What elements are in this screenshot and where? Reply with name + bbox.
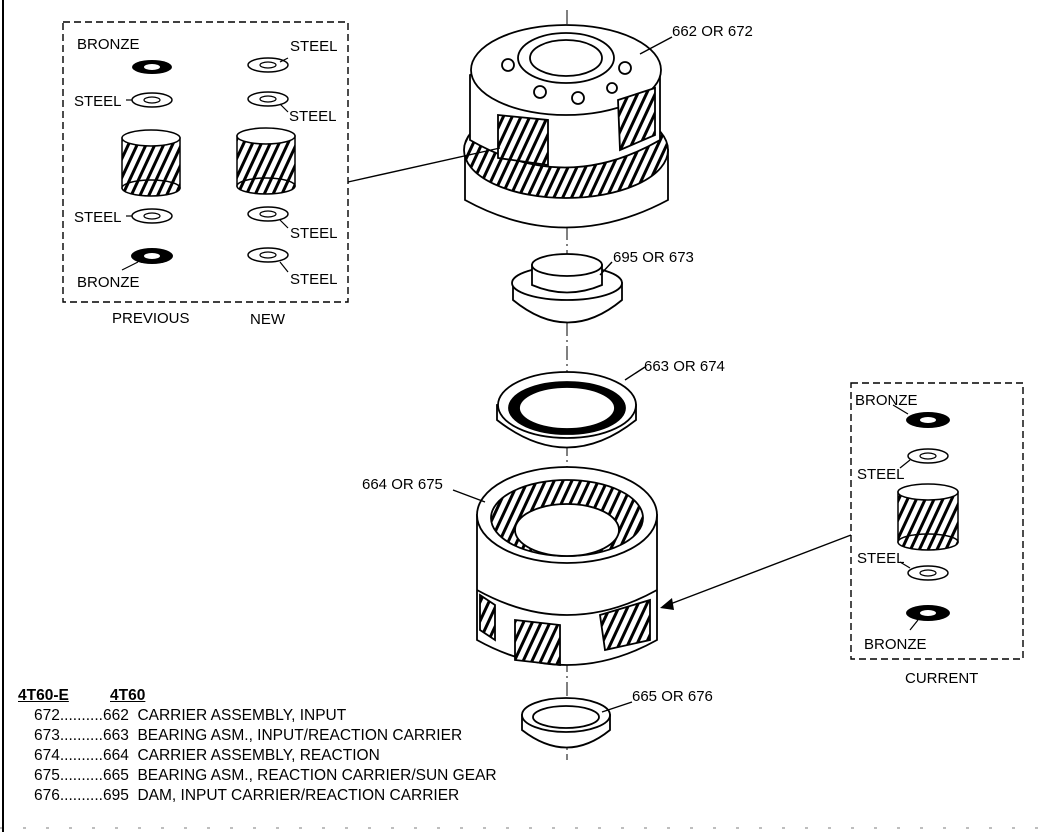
thrust-bearing	[496, 371, 637, 449]
label-steel: STEEL	[290, 38, 338, 55]
legend-4t60-number: 662	[102, 707, 129, 724]
pinion-gear-icon	[897, 483, 959, 551]
pinion-gear-icon	[121, 129, 181, 197]
caption-previous: PREVIOUS	[112, 310, 190, 327]
pinion-gear-icon	[236, 127, 296, 195]
label-steel: STEEL	[857, 466, 905, 483]
label-steel: STEEL	[74, 93, 122, 110]
legend-dots: ..........	[59, 767, 103, 784]
label-steel: STEEL	[857, 550, 905, 567]
caption-new: NEW	[250, 311, 286, 328]
legend-row: 675..........665 BEARING ASM., REACTION …	[18, 766, 497, 786]
label-bronze: BRONZE	[77, 36, 140, 53]
callout-reaction-carrier: 664 OR 675	[362, 476, 443, 493]
legend-dots: ..........	[59, 747, 103, 764]
callout-bearing-sun: 665 OR 676	[632, 688, 713, 705]
legend-4t60-number: 665	[102, 767, 129, 784]
legend-4t60e-number: 673	[34, 727, 60, 744]
legend-header: 4T60-E 4T60	[18, 686, 497, 706]
legend-header-4t60e: 4T60-E	[18, 687, 69, 704]
legend-4t60e-number: 676	[34, 787, 60, 804]
new-stack	[236, 57, 296, 263]
legend-description: CARRIER ASSEMBLY, INPUT	[137, 707, 347, 724]
label-bronze: BRONZE	[855, 392, 918, 409]
reaction-carrier-assembly	[476, 466, 658, 667]
legend-row: 676..........695 DAM, INPUT CARRIER/REAC…	[18, 786, 497, 806]
legend-row: 674..........664 CARRIER ASSEMBLY, REACT…	[18, 746, 497, 766]
label-steel: STEEL	[290, 225, 338, 242]
current-stack	[897, 412, 959, 621]
callout-bearing-input: 663 OR 674	[644, 358, 725, 375]
input-carrier-assembly	[463, 24, 669, 229]
previous-stack	[121, 60, 181, 264]
legend-description: DAM, INPUT CARRIER/REACTION CARRIER	[137, 787, 460, 804]
legend-row: 672..........662 CARRIER ASSEMBLY, INPUT	[18, 706, 497, 726]
legend-description: CARRIER ASSEMBLY, REACTION	[137, 747, 380, 764]
legend-4t60e-number: 674	[34, 747, 60, 764]
label-steel: STEEL	[290, 271, 338, 288]
legend-description: BEARING ASM., REACTION CARRIER/SUN GEAR	[137, 767, 497, 784]
legend-4t60-number: 663	[102, 727, 129, 744]
legend-description: BEARING ASM., INPUT/REACTION CARRIER	[137, 727, 463, 744]
carrier-dam	[511, 253, 623, 324]
legend-dots: ..........	[59, 727, 103, 744]
callout-dam: 695 OR 673	[613, 249, 694, 266]
legend-4t60e-number: 672	[34, 707, 60, 724]
legend-dots: ..........	[59, 707, 103, 724]
legend-4t60-number: 664	[102, 747, 129, 764]
legend-4t60e-number: 675	[34, 767, 60, 784]
legend-4t60-number: 695	[102, 787, 129, 804]
current-box	[850, 382, 1024, 660]
label-bronze: BRONZE	[864, 636, 927, 653]
sun-gear-bearing	[521, 697, 611, 749]
caption-current: CURRENT	[905, 670, 978, 687]
parts-legend: 4T60-E 4T60 672..........662 CARRIER ASS…	[18, 686, 497, 806]
label-steel: STEEL	[74, 209, 122, 226]
label-bronze: BRONZE	[77, 274, 140, 291]
callout-input-carrier: 662 OR 672	[672, 23, 753, 40]
legend-row: 673..........663 BEARING ASM., INPUT/REA…	[18, 726, 497, 746]
legend-dots: ..........	[59, 787, 103, 804]
label-steel: STEEL	[289, 108, 337, 125]
legend-header-4t60: 4T60	[110, 687, 146, 704]
previous-new-box	[62, 21, 349, 303]
